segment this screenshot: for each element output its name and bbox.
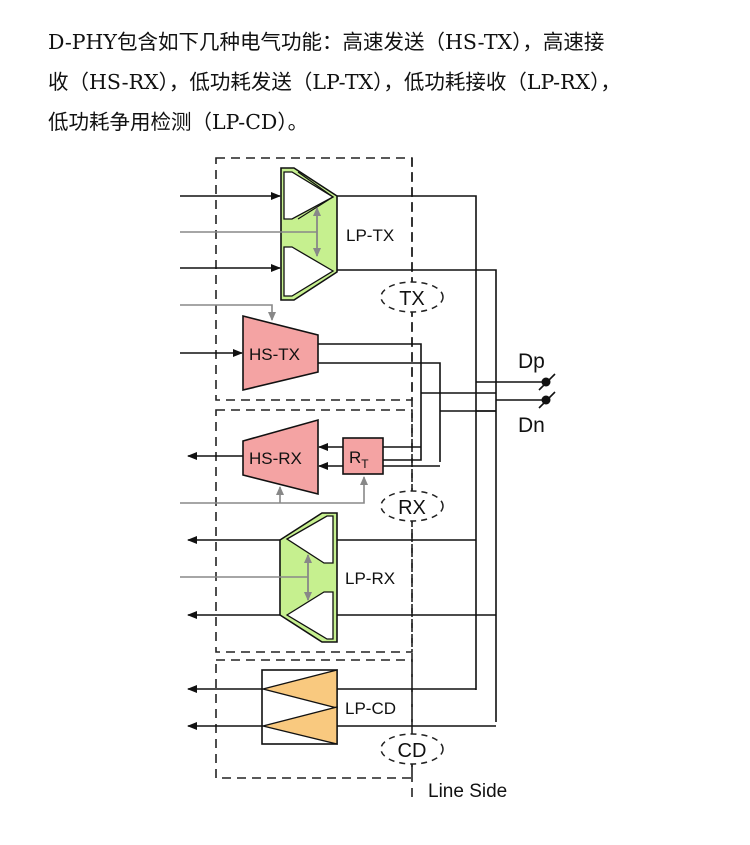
- dp-pin-icon: [538, 373, 556, 391]
- hs-rx-block: [242, 418, 319, 496]
- rt-termination-block: [342, 437, 384, 475]
- hs-tx-block: [242, 314, 319, 392]
- hs-tx-label: HS-TX: [249, 345, 300, 364]
- cd-group-label: CD: [398, 740, 427, 762]
- lp-tx-output-dn: [337, 269, 497, 722]
- lp-cd-label: LP-CD: [345, 699, 396, 718]
- hs-tx-output-p: [318, 343, 422, 461]
- description-paragraph: D-PHY包含如下几种电气功能：高速发送（HS-TX），高速接 收（HS-RX）…: [48, 22, 738, 142]
- tx-group-label: TX: [399, 288, 425, 310]
- lp-tx-output-dp: [337, 195, 477, 690]
- hs-tx-control-line: [180, 304, 276, 321]
- tx-group-ellipse: [380, 281, 444, 313]
- lp-tx-label: LP-TX: [346, 226, 394, 245]
- dp-label: Dp: [518, 350, 545, 373]
- rx-group-label: RX: [398, 497, 426, 519]
- cd-group-ellipse: [380, 733, 444, 765]
- paragraph-line-3: 低功耗争用检测（LP-CD）。: [48, 110, 309, 134]
- dn-pin-icon: [538, 391, 556, 409]
- rt-label-main: R: [349, 448, 361, 467]
- lp-rx-label: LP-RX: [345, 569, 395, 588]
- paragraph-line-1: D-PHY包含如下几种电气功能：高速发送（HS-TX），高速接: [48, 30, 605, 54]
- paragraph-line-2: 收（HS-RX），低功耗发送（LP-TX），低功耗接收（LP-RX），: [48, 70, 621, 94]
- rt-label-sub: T: [361, 457, 369, 471]
- dn-label: Dn: [518, 414, 545, 437]
- rt-label: RT: [349, 448, 369, 471]
- lp-cd-block: [261, 669, 338, 745]
- line-side-label: Line Side: [428, 781, 507, 802]
- hs-rx-control-line: [180, 476, 368, 504]
- hs-rx-label: HS-RX: [249, 449, 302, 468]
- rx-group-box: [215, 409, 413, 653]
- hs-tx-output-n: [318, 362, 441, 462]
- lp-tx-block: [280, 167, 338, 301]
- rx-group-ellipse: [380, 490, 444, 522]
